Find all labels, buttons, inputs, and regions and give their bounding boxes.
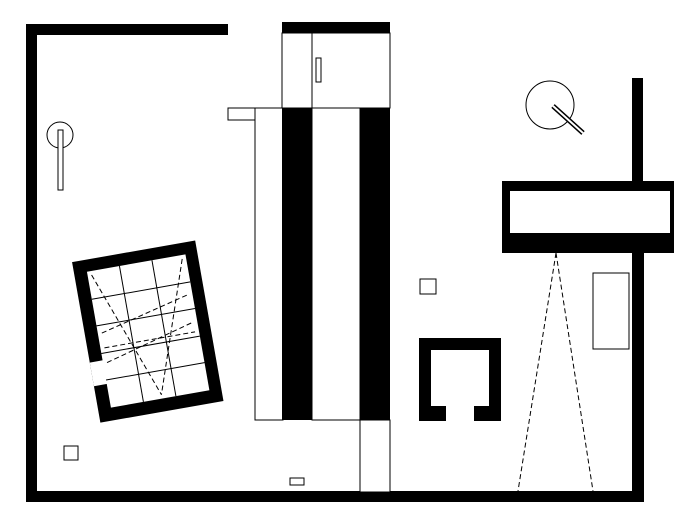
wall-bottom: [26, 491, 644, 502]
small-square-center: [419, 278, 437, 295]
partition-white-gap: [311, 107, 361, 421]
partition-slot: [315, 57, 322, 83]
u-shaped-alcove: [419, 338, 501, 421]
exterior-walls: [26, 22, 644, 502]
wall-right-upper-pier: [632, 78, 643, 186]
partition-black-bar-left: [282, 108, 312, 420]
small-square-left: [63, 445, 79, 461]
wall-top-left: [26, 24, 228, 35]
stair-dashed-lines: [91, 258, 196, 395]
stair-notch: [89, 360, 108, 387]
wall-top-middle: [282, 22, 390, 33]
door-swing-top-left: [46, 121, 74, 191]
door-swing-top-right: [525, 80, 585, 135]
tilted-stair-element: [72, 240, 224, 423]
stair-inner: [86, 254, 210, 408]
dashed-projection: [517, 252, 594, 492]
partition-black-bar-right: [360, 108, 390, 420]
partition-bottom-extension: [359, 419, 391, 493]
right-slot-window: [592, 272, 630, 350]
partition-top-extension: [281, 32, 313, 109]
right-beam: [502, 181, 674, 253]
partition-top-extension-right: [311, 32, 391, 109]
wall-right-lower: [632, 250, 644, 502]
floor-vent: [289, 477, 305, 486]
stair-grid: [91, 260, 205, 402]
wall-left: [26, 24, 37, 502]
partition-left-panel: [254, 107, 284, 421]
central-partition: [227, 32, 391, 493]
